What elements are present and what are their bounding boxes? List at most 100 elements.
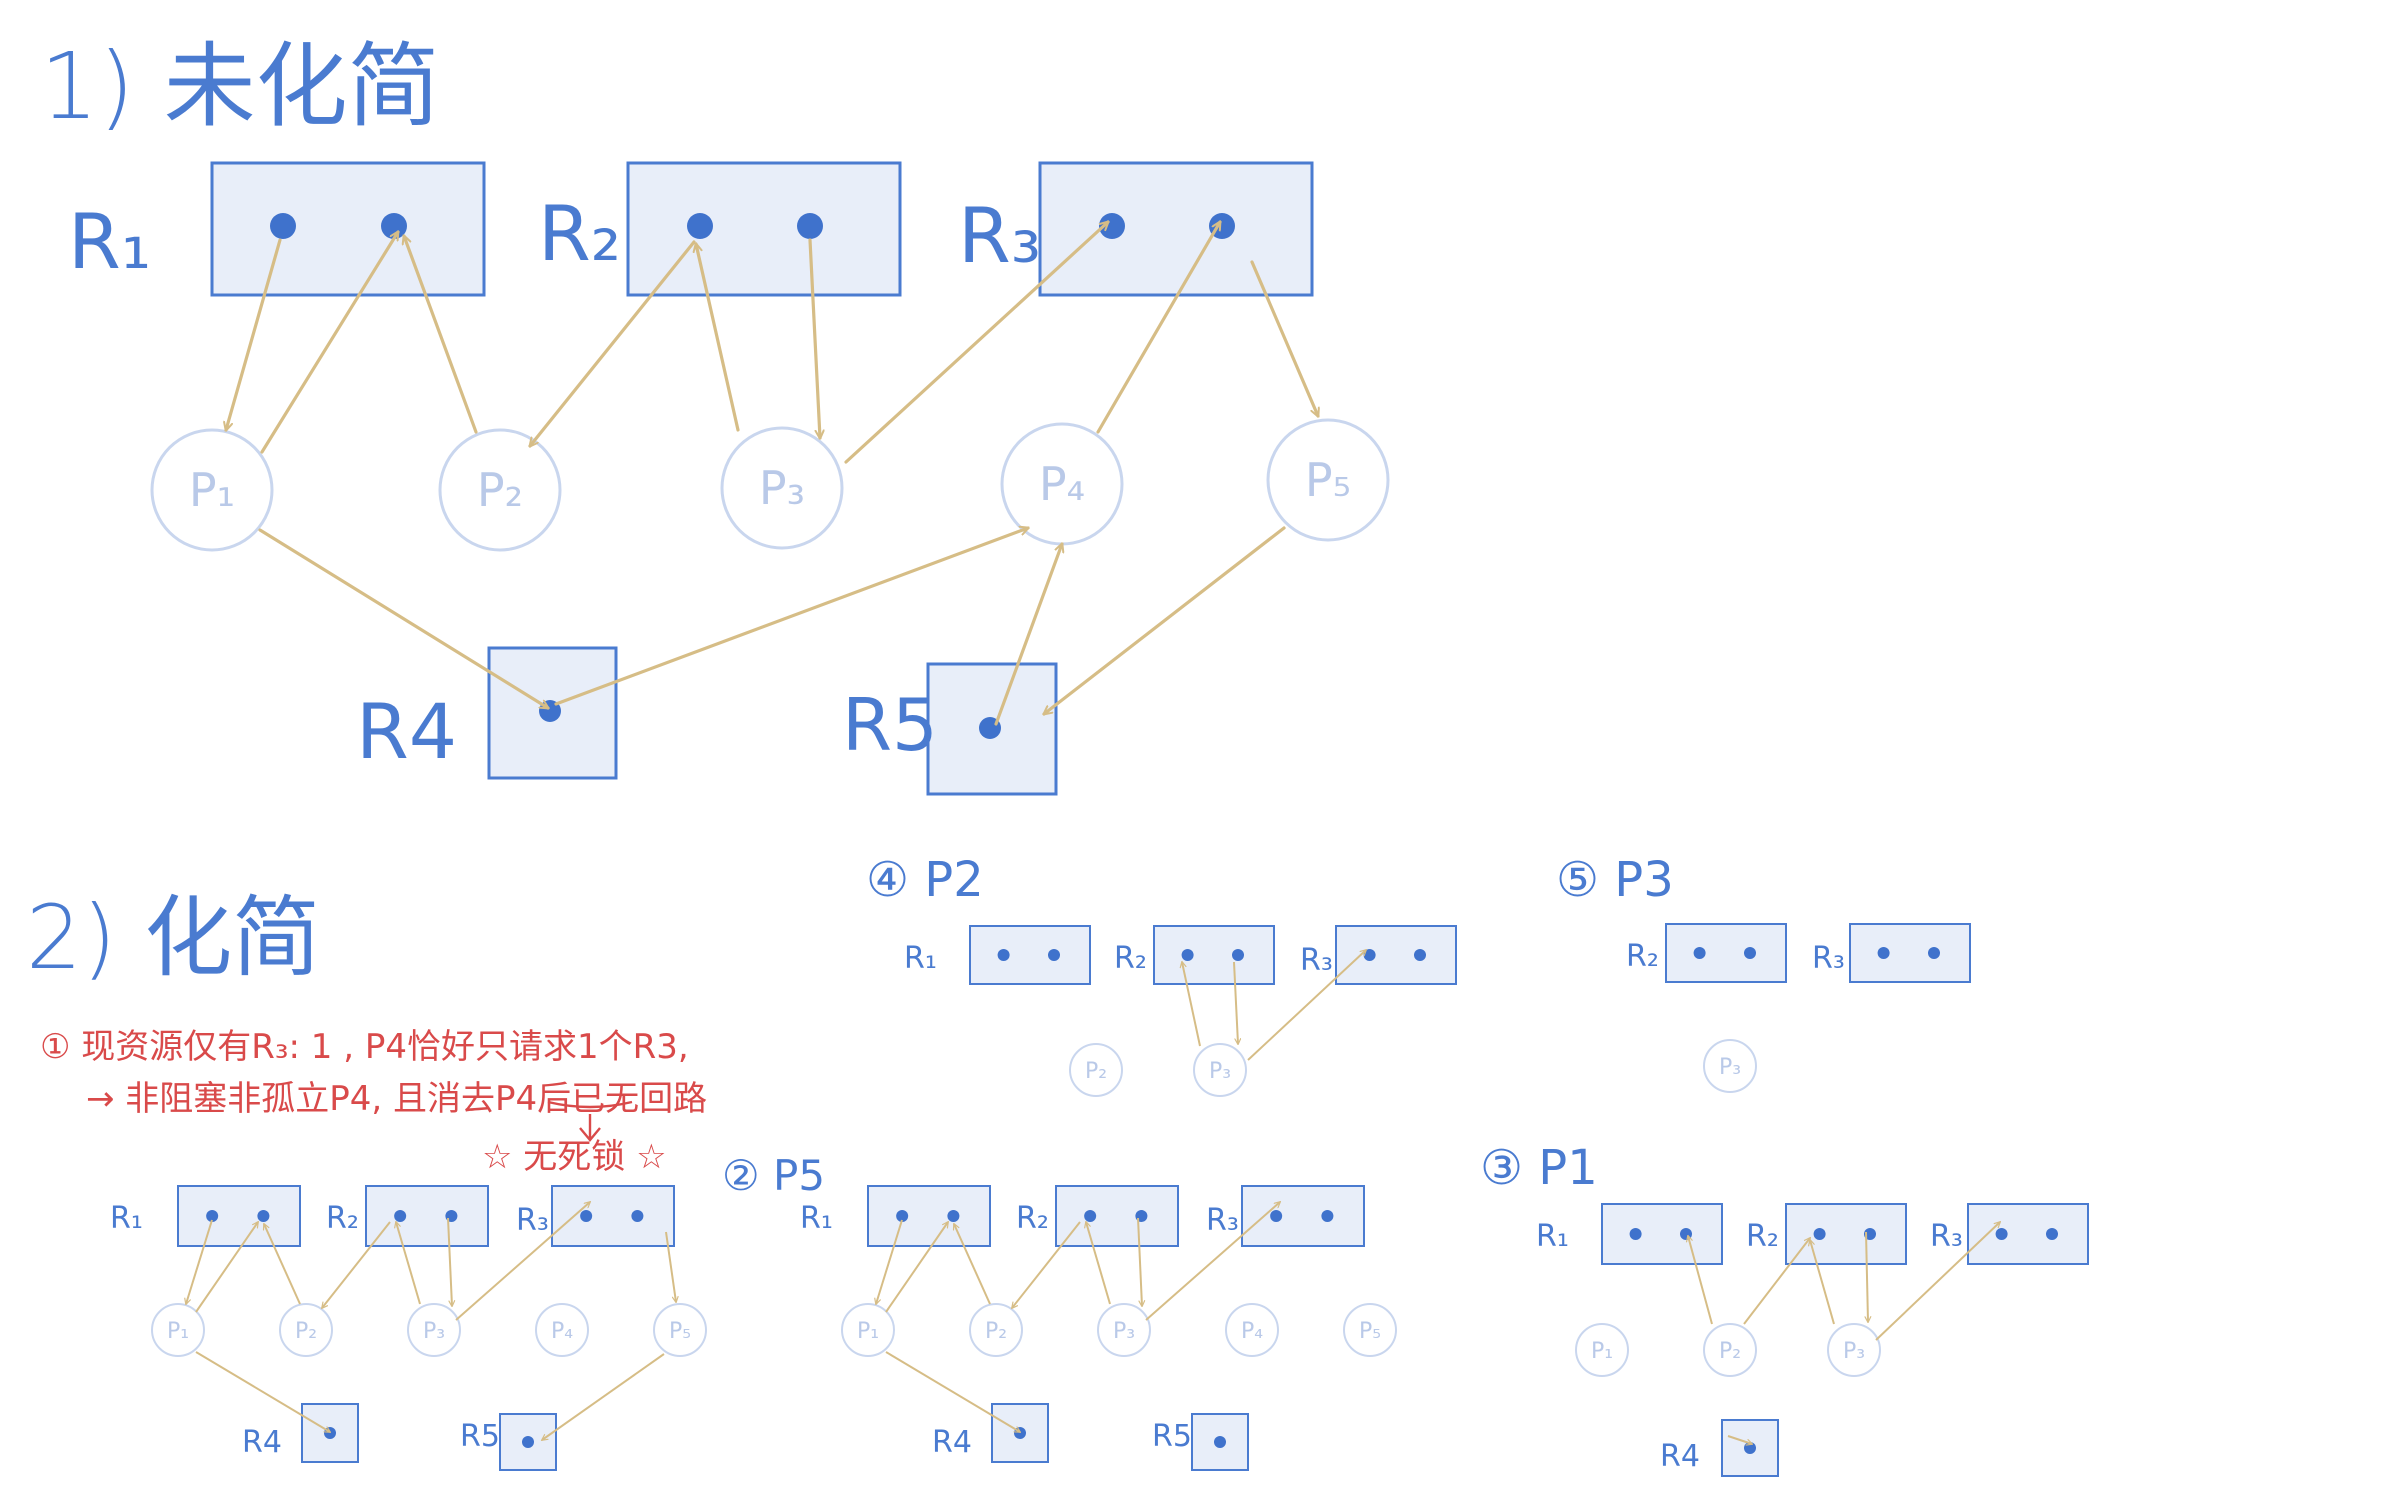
process-P2: [279, 1303, 333, 1357]
resource-unit-dot: [1414, 949, 1426, 961]
allocation-edge: [396, 1222, 421, 1305]
process-label-p3: P₃: [759, 461, 805, 515]
process-label-P5: P₅: [1359, 1319, 1381, 1344]
allocation-edge: [1727, 1435, 1752, 1444]
resource-r2: [626, 161, 902, 297]
resource-label-R2: R₂: [1016, 1201, 1049, 1236]
process-label-P2: P₂: [1719, 1339, 1741, 1364]
resource-box-R3: [1849, 923, 1971, 983]
resource-label-R1: R₁: [800, 1201, 833, 1236]
process-label-P1: P₁: [857, 1319, 879, 1344]
resource-label-r2: R₂: [538, 189, 621, 278]
resource-unit-dot: [797, 213, 823, 239]
allocation-edge: [876, 1219, 903, 1304]
allocation-edge: [1875, 1222, 2000, 1341]
process-label-P3: P₃: [1113, 1319, 1135, 1344]
process-label-P5: P₅: [669, 1319, 691, 1344]
unsimplified-graph: R₁ R₂ R₃ R4 R5 P₁ P₂: [68, 161, 1390, 796]
resource-box-R2: [1785, 1203, 1907, 1265]
allocation-edge: [447, 1217, 452, 1306]
allocation-edge: [665, 1231, 676, 1302]
section2-title: 2) 化简: [26, 886, 320, 989]
process-P1: [1575, 1323, 1629, 1377]
resource-r5: [926, 662, 1058, 796]
process-label-P1: P₁: [1591, 1339, 1613, 1364]
resource-r1: [210, 161, 486, 297]
process-P5: [653, 1303, 707, 1357]
process-p4: P₄: [1000, 422, 1124, 546]
allocation-edge: [195, 1222, 258, 1313]
allocation-edge: [885, 1351, 1020, 1432]
allocation-edge: [1743, 1238, 1810, 1325]
resource-label-R3: R₃: [1300, 943, 1333, 978]
resource-unit-dot: [1744, 947, 1756, 959]
resource-label-R3: R₃: [1206, 1203, 1239, 1238]
allocation-edge: [186, 1219, 213, 1304]
allocation-edge: [1810, 1240, 1835, 1325]
resource-unit-dot: [1813, 1228, 1826, 1240]
process-p5: P₅: [1266, 418, 1390, 542]
resource-unit-dot: [381, 213, 407, 239]
step1-note-line2: → 非阻塞非孤立P4, 且消去P4后已无回路: [86, 1079, 707, 1119]
resource-box-R3: [1241, 1185, 1365, 1247]
allocation-edge: [954, 1224, 991, 1305]
process-P4: [1225, 1303, 1279, 1357]
process-label-P2: P₂: [295, 1319, 317, 1344]
process-label-p5: P₅: [1305, 453, 1351, 507]
process-P3: [407, 1303, 461, 1357]
resource-unit-dot: [1321, 1210, 1334, 1222]
resource-box-R2: [1153, 925, 1275, 985]
edge-r2-p2: [530, 240, 696, 446]
step1-note-line1: ① 现资源仅有R₃: 1 , P4恰好只请求1个R3,: [40, 1027, 689, 1067]
process-label-P3: P₃: [1209, 1059, 1231, 1084]
resource-unit-dot: [1232, 949, 1244, 961]
edge-p4-r3: [1096, 222, 1222, 434]
resource-unit-dot: [687, 213, 713, 239]
step1-note-result: ☆ 无死锁 ☆: [482, 1137, 667, 1177]
resource-label-r3: R₃: [958, 191, 1041, 280]
edge-p1-r4: [258, 528, 548, 708]
resource-unit-dot: [1099, 213, 1125, 239]
process-label-P3: P₃: [423, 1319, 445, 1344]
allocation-edge: [1012, 1221, 1081, 1308]
resource-unit-dot: [522, 1436, 534, 1448]
resource-unit-dot: [1048, 949, 1060, 961]
process-P3: [1097, 1303, 1151, 1357]
edge-p3-r2: [696, 244, 740, 432]
step2-label: ② P5: [722, 1151, 825, 1200]
resource-box-R3: [551, 1185, 675, 1247]
resource-box-R2: [1665, 923, 1787, 983]
resource-label-r1: R₁: [68, 197, 151, 286]
resource-label-R3: R₃: [1812, 941, 1845, 976]
process-label-P1: P₁: [167, 1319, 189, 1344]
resource-label-R5: R5: [460, 1419, 500, 1454]
resource-box-R2: [365, 1185, 489, 1247]
process-label-P4: P₄: [551, 1319, 573, 1344]
edge-r4-p4: [554, 528, 1028, 706]
process-P3: [1703, 1039, 1757, 1093]
resource-label-R4: R4: [242, 1425, 282, 1460]
allocation-edge: [1137, 1217, 1142, 1306]
resource-label-R4: R4: [1660, 1439, 1700, 1474]
resource-label-R2: R₂: [1626, 939, 1659, 974]
edge-r5-p4: [994, 544, 1062, 726]
allocation-edge: [1086, 1222, 1111, 1305]
resource-label-R1: R₁: [1536, 1219, 1569, 1254]
allocation-edge: [264, 1224, 301, 1305]
resource-box-R1: [1601, 1203, 1723, 1265]
edge-p3-r3: [844, 222, 1108, 464]
resource-unit-dot: [1877, 947, 1890, 959]
resource-unit-dot: [896, 1210, 909, 1222]
resource-unit-dot: [631, 1210, 644, 1222]
allocation-edge: [195, 1351, 330, 1432]
resource-unit-dot: [1629, 1228, 1642, 1240]
resource-label-R2: R₂: [1114, 941, 1147, 976]
process-P1: [151, 1303, 205, 1357]
edge-p2-r1: [404, 236, 478, 434]
allocation-edge: [542, 1353, 665, 1440]
process-label-p4: P₄: [1039, 457, 1085, 511]
edge-r2-p3: [808, 238, 820, 438]
process-p1: P₁: [150, 428, 274, 552]
